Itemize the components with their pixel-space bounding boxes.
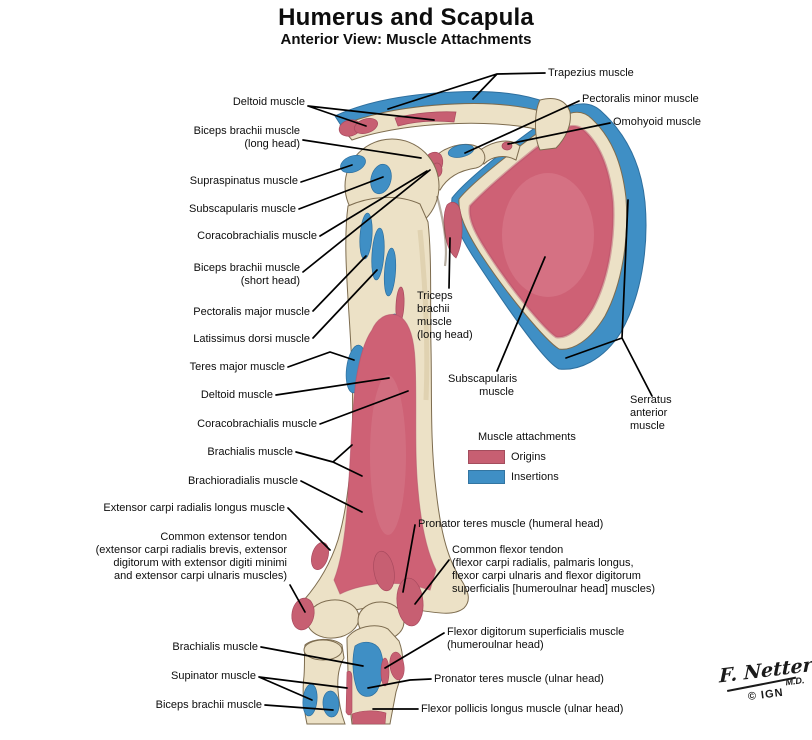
insertions-swatch <box>468 470 505 484</box>
label-brachialis-upper: Brachialis muscle <box>207 446 293 458</box>
label-common-extensor-tendon: Common extensor tendon (extensor carpi r… <box>95 531 287 582</box>
label-pectoralis-major: Pectoralis major muscle <box>193 306 310 318</box>
humerus <box>291 138 469 641</box>
leader-lines <box>258 72 653 711</box>
label-supraspinatus: Supraspinatus muscle <box>189 175 298 187</box>
label-supinator: Supinator muscle <box>171 670 256 682</box>
label-omohyoid: Omohyoid muscle <box>613 116 702 128</box>
ulna <box>345 625 405 725</box>
label-teres-major: Teres major muscle <box>189 361 285 373</box>
label-flexor-digitorum-superficialis: Flexor digitorum superficialis muscle (h… <box>447 626 625 651</box>
label-pectoralis-minor: Pectoralis minor muscle <box>582 93 699 105</box>
artist-signature: F. Netter M.D. © IGN <box>718 654 812 737</box>
label-biceps-short-head: Biceps brachii muscle (short head) <box>193 262 300 287</box>
legend-item-insertions: Insertions <box>468 470 638 484</box>
page-subtitle: Anterior View: Muscle Attachments <box>280 31 532 48</box>
origins-swatch <box>468 450 505 464</box>
legend-item-origins: Origins <box>468 450 638 464</box>
label-pronator-teres-humeral: Pronator teres muscle (humeral head) <box>418 518 604 530</box>
label-latissimus-dorsi: Latissimus dorsi muscle <box>193 333 310 345</box>
label-common-flexor-tendon: Common flexor tendon (flexor carpi radia… <box>452 544 655 595</box>
label-deltoid-upper: Deltoid muscle <box>232 96 305 108</box>
label-biceps-distal: Biceps brachii muscle <box>155 699 262 711</box>
legend-title: Muscle attachments <box>478 431 576 443</box>
label-trapezius: Trapezius muscle <box>548 67 634 79</box>
page-title: Humerus and Scapula <box>278 4 534 31</box>
label-flexor-pollicis-longus: Flexor pollicis longus muscle (ulnar hea… <box>421 703 624 715</box>
label-coracobrachialis-upper: Coracobrachialis muscle <box>197 230 317 242</box>
label-extensor-carpi-radialis-longus: Extensor carpi radialis longus muscle <box>103 502 285 514</box>
label-biceps-long-head: Biceps brachii muscle (long head) <box>193 125 300 150</box>
label-pronator-teres-ulnar: Pronator teres muscle (ulnar head) <box>434 673 604 685</box>
label-subscapularis-left: Subscapularis muscle <box>189 203 296 215</box>
label-brachioradialis: Brachioradialis muscle <box>187 475 298 487</box>
origins-label: Origins <box>511 451 546 463</box>
radius <box>302 638 346 725</box>
insertions-label: Insertions <box>511 471 559 483</box>
label-coracobrachialis-lower: Coracobrachialis muscle <box>197 418 317 430</box>
label-serratus-anterior: Serratus anterior muscle <box>630 394 672 432</box>
label-deltoid-lower: Deltoid muscle <box>200 389 273 401</box>
legend: Muscle attachments Origins Insertions <box>468 431 638 490</box>
publisher-logo: © IGN <box>747 686 785 704</box>
label-triceps-long-head: Triceps brachii muscle (long head) <box>417 290 473 341</box>
scapula <box>443 103 647 370</box>
label-subscapularis-right: Subscapularis muscle <box>448 373 518 398</box>
label-brachialis-lower: Brachialis muscle <box>172 641 258 653</box>
